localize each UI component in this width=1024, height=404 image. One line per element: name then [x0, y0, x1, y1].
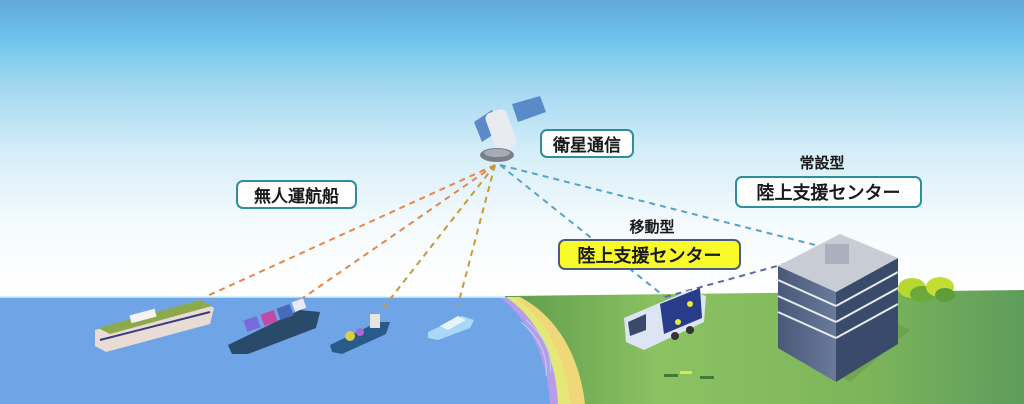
communication-links [204, 164, 836, 313]
fixed-center-caption: 常設型 [799, 154, 845, 172]
small-boat-icon [428, 316, 474, 340]
satellite-label-text: 衛星通信 [553, 136, 621, 156]
grass-patch [664, 371, 714, 379]
ferry-icon [95, 300, 214, 352]
unmanned-ship-label-text: 無人運航船 [254, 187, 339, 207]
container-ship-icon [228, 298, 320, 354]
cargo-ship-icon [330, 314, 390, 354]
satellite-label: 衛星通信 [540, 129, 634, 158]
land [505, 290, 1024, 404]
mobile-center-caption: 移動型 [629, 218, 675, 236]
satellite-icon [474, 96, 546, 162]
unmanned-ship-label: 無人運航船 [236, 180, 357, 209]
trees [898, 277, 955, 302]
fixed-center-label-text: 陸上支援センター [756, 183, 901, 204]
mobile-center-label: 陸上支援センター [558, 239, 741, 270]
building-icon [777, 234, 910, 382]
fixed-center-label: 陸上支援センター [735, 176, 922, 208]
mobile-center-label-text: 陸上支援センター [577, 245, 722, 267]
bus-icon [624, 288, 706, 350]
